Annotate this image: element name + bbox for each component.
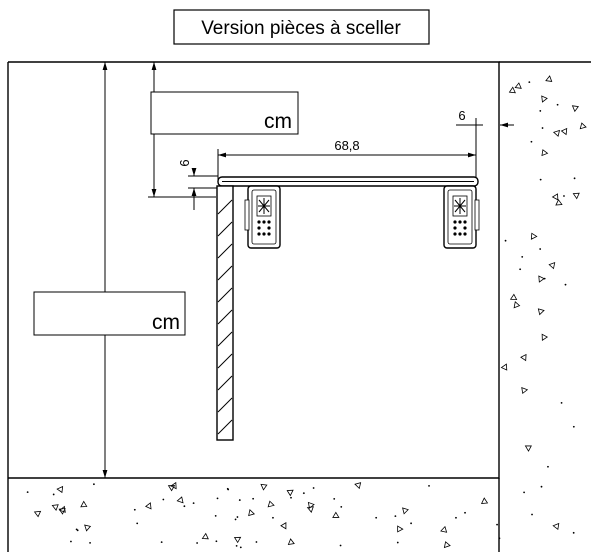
width-value: 68,8 bbox=[334, 138, 359, 153]
upper-unit-label: cm bbox=[264, 110, 292, 133]
upper-value-box[interactable]: cm bbox=[150, 91, 299, 135]
title-box: Version pièces à sceller bbox=[173, 9, 430, 45]
bracket-left bbox=[244, 185, 281, 249]
offset-dimension: 6 bbox=[456, 108, 514, 160]
bracket-right bbox=[443, 185, 480, 249]
room-outline bbox=[7, 61, 591, 552]
lower-unit-label: cm bbox=[152, 311, 180, 334]
hatched-leg bbox=[216, 185, 234, 441]
drawing-title: Version pièces à sceller bbox=[201, 18, 401, 39]
thickness-value: 6 bbox=[177, 159, 192, 166]
thickness-dimension: 6 bbox=[177, 159, 218, 210]
width-dimension: 68,8 bbox=[217, 138, 477, 183]
table-top bbox=[217, 176, 479, 187]
lower-value-box[interactable]: cm bbox=[33, 291, 186, 336]
offset-value: 6 bbox=[458, 108, 465, 123]
